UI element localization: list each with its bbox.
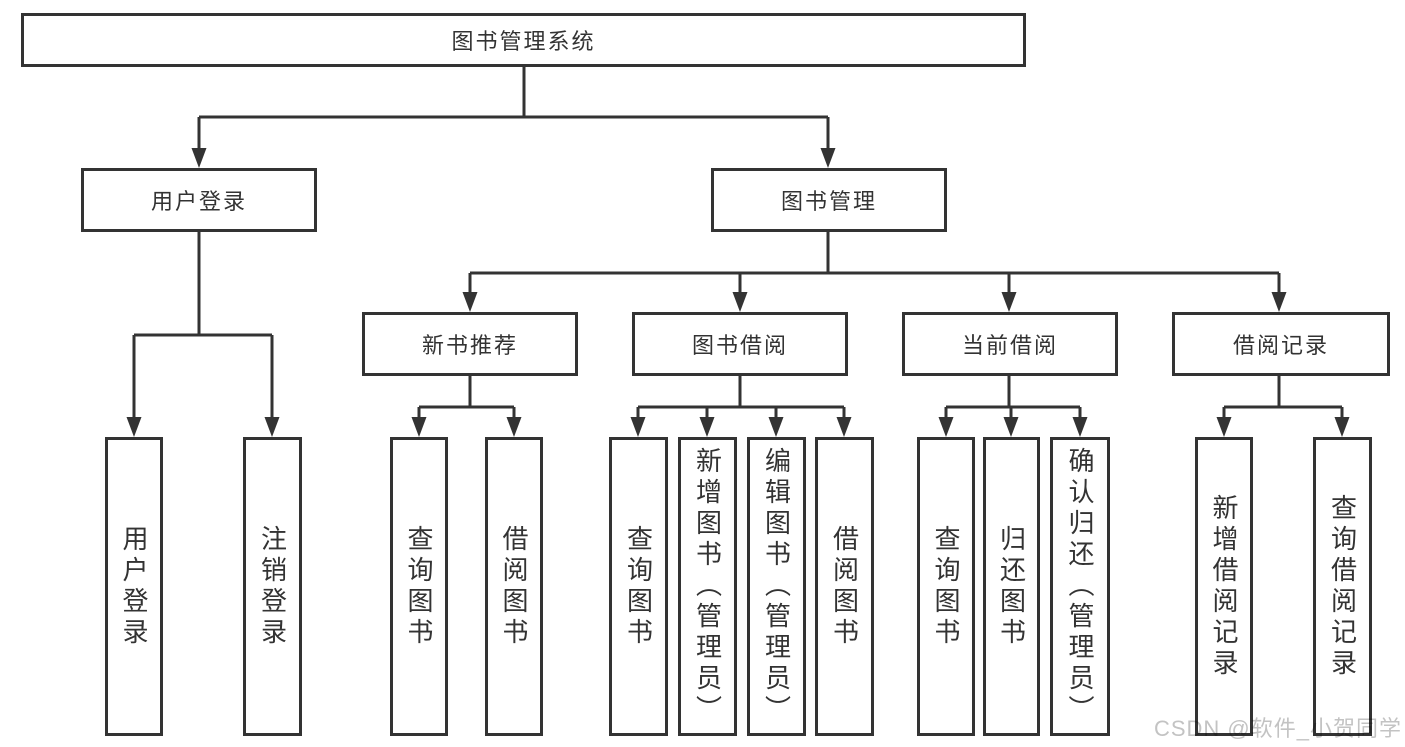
node-label: 图书借阅 (691, 333, 788, 358)
leaf-label: 借阅图书 (499, 524, 529, 649)
leaf-label: 新增借阅记录 (1209, 493, 1239, 680)
node-label: 借阅记录 (1232, 333, 1329, 358)
leaf-return-book: 归还图书 (983, 437, 1040, 736)
leaf-label: 借阅图书 (829, 524, 860, 649)
node-label: 新书推荐 (421, 333, 518, 358)
leaf-label: 新增图书（管理员） (692, 447, 723, 726)
arrowheads (126, 148, 1350, 437)
node-borrow-records: 借阅记录 (1172, 312, 1390, 376)
leaf-user-login: 用户登录 (105, 437, 163, 736)
leaf-borrow-books-borrow: 借阅图书 (815, 437, 874, 736)
node-book-management: 图书管理 (711, 168, 947, 232)
leaf-label: 查询图书 (623, 524, 654, 649)
leaf-borrow-books-recommend: 借阅图书 (485, 437, 543, 736)
leaf-query-books-borrow: 查询图书 (609, 437, 668, 736)
node-label: 用户登录 (150, 189, 247, 214)
leaf-label: 确认归还（管理员） (1065, 447, 1095, 726)
leaf-add-book-admin: 新增图书（管理员） (678, 437, 737, 736)
node-book-borrow: 图书借阅 (632, 312, 848, 376)
node-user-login: 用户登录 (81, 168, 317, 232)
leaf-query-borrow-record: 查询借阅记录 (1313, 437, 1372, 736)
leaf-confirm-return-admin: 确认归还（管理员） (1050, 437, 1110, 736)
node-new-book-recommend: 新书推荐 (362, 312, 578, 376)
leaf-label: 查询图书 (931, 524, 961, 649)
leaf-query-books-recommend: 查询图书 (390, 437, 448, 736)
leaf-label: 归还图书 (996, 524, 1027, 649)
node-label: 当前借阅 (961, 333, 1058, 358)
node-book-management-system: 图书管理系统 (21, 13, 1026, 67)
leaf-logout: 注销登录 (243, 437, 302, 736)
node-current-borrow: 当前借阅 (902, 312, 1118, 376)
node-label: 图书管理 (780, 189, 877, 214)
leaf-label: 查询图书 (404, 524, 434, 649)
leaf-label: 注销登录 (257, 524, 288, 649)
leaf-edit-book-admin: 编辑图书（管理员） (747, 437, 806, 736)
leaf-label: 用户登录 (119, 524, 149, 649)
leaf-query-books-current: 查询图书 (917, 437, 975, 736)
leaf-label: 查询借阅记录 (1327, 493, 1358, 680)
leaf-add-borrow-record: 新增借阅记录 (1195, 437, 1253, 736)
node-label: 图书管理系统 (451, 29, 596, 54)
csdn-watermark: CSDN @软件_小贺同学 (1153, 716, 1402, 741)
leaf-label: 编辑图书（管理员） (761, 447, 792, 726)
